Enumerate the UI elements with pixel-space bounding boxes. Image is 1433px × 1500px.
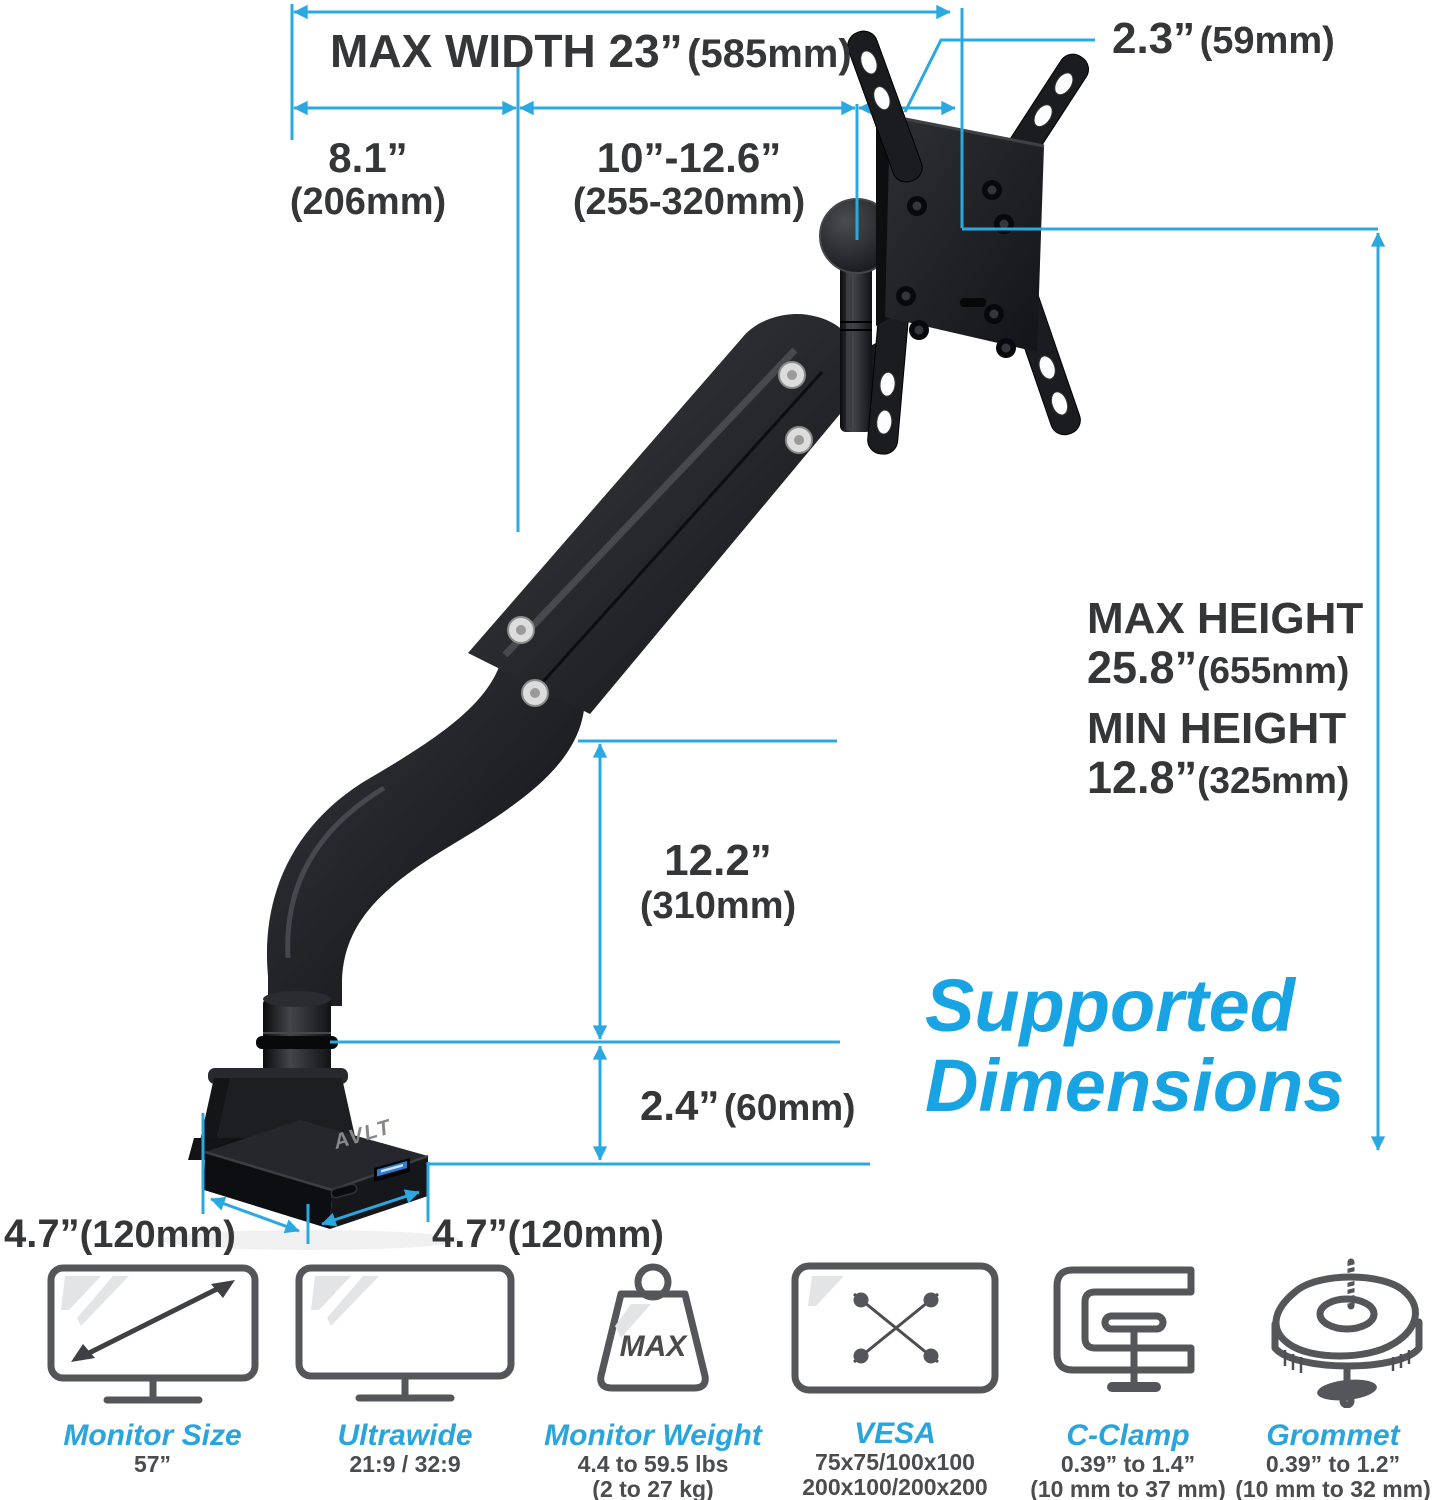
beam-screws: [507, 361, 813, 707]
arm-front-label: 10”-12.6” (255-320mm): [572, 134, 806, 224]
base-height-label: 2.4” (60mm): [640, 1082, 856, 1129]
pole-height-label: 12.2” (310mm): [639, 836, 797, 928]
base-depth-dim: [210, 1196, 300, 1234]
base-shadow: [160, 1230, 460, 1250]
lower-arm: [266, 658, 584, 1006]
max-width-label: MAX WIDTH 23” (585mm): [330, 25, 852, 77]
height-labels: MAX HEIGHT 25.8”(655mm) MIN HEIGHT 12.8”…: [1087, 594, 1364, 803]
c-clamp-icon: [1033, 1258, 1223, 1408]
offset-leader: [903, 38, 1095, 113]
ultrawide-icon: [293, 1258, 517, 1408]
base-width-label: 4.7”(120mm): [432, 1212, 664, 1256]
feature-grommet: Grommet 0.39” to 1.2” (10 mm to 32 mm): [1233, 1258, 1433, 1500]
monitor-arm-illustration: AVLT: [160, 26, 1095, 1250]
upper-arm-beam: [468, 313, 859, 714]
vesa-plate: [876, 114, 1045, 358]
monitor-size-icon: [43, 1258, 263, 1408]
feature-monitor-weight: MAX Monitor Weight 4.4 to 59.5 lbs (2 to…: [528, 1258, 778, 1500]
arm-rear-label: 8.1” (206mm): [289, 134, 447, 224]
dimension-lines: [201, 4, 1386, 1244]
base-depth-label: 4.7”(120mm): [4, 1212, 236, 1256]
max-badge: MAX: [620, 1330, 689, 1363]
grommet-icon: [1233, 1258, 1433, 1408]
monitor-weight-icon: MAX: [543, 1258, 763, 1408]
monitor-arm-diagram: AVLT: [160, 4, 1386, 1250]
headline: Supported Dimensions: [925, 964, 1345, 1127]
feature-ultrawide: Ultrawide 21:9 / 32:9: [285, 1258, 525, 1500]
offset-label: 2.3” (59mm): [1112, 14, 1335, 63]
feature-vesa: VESA 75x75/100x100 200x100/200x200: [775, 1258, 1015, 1500]
feature-c-clamp: C-Clamp 0.39” to 1.4” (10 mm to 37 mm): [1008, 1258, 1248, 1500]
feature-monitor-size: Monitor Size 57”: [30, 1258, 275, 1500]
vesa-icon: [788, 1258, 1002, 1406]
base-width-dim: [321, 1189, 420, 1227]
usb-a-port: [374, 1158, 410, 1182]
